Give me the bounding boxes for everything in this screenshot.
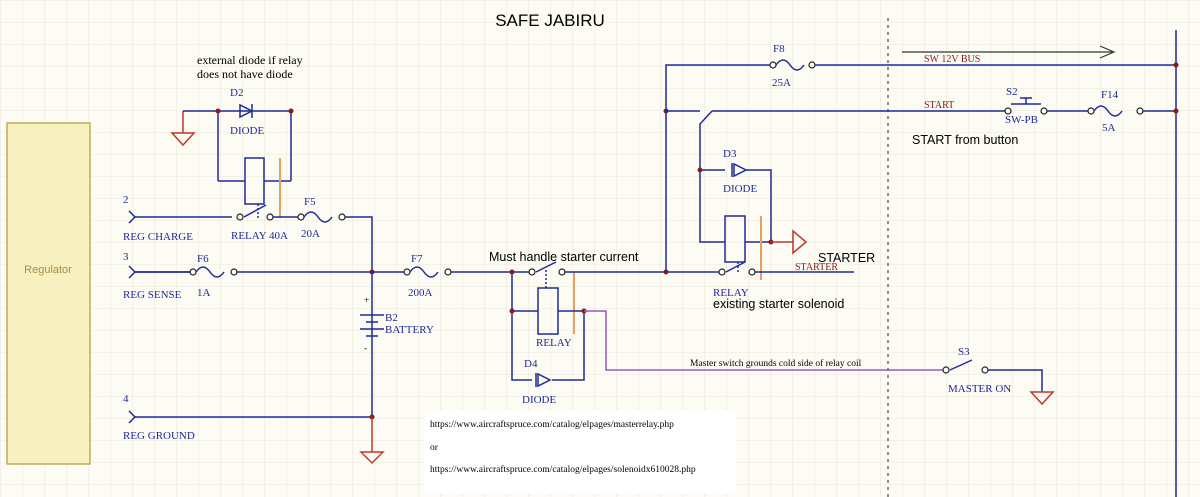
fuse-f6[interactable]: F6 1A bbox=[189, 253, 238, 299]
wire-s3-ground bbox=[988, 369, 1043, 392]
fuse-f7[interactable]: F7 200A bbox=[403, 253, 452, 299]
f14-value: 5A bbox=[1102, 122, 1116, 134]
wire-charge-battery bbox=[345, 216, 373, 417]
relay-master-label: RELAY bbox=[536, 337, 572, 349]
master-ground-note: Master switch grounds cold side of relay… bbox=[690, 358, 862, 369]
net-starter: STARTER bbox=[795, 262, 838, 273]
wire-d4-right bbox=[552, 311, 585, 381]
pin-number: 3 bbox=[123, 251, 129, 263]
svg-text:-: - bbox=[364, 344, 367, 354]
wire-start-feed bbox=[699, 110, 725, 243]
relay-starter-label: RELAY bbox=[713, 287, 749, 299]
wire-f8-left bbox=[665, 64, 770, 272]
s3-value: MASTER ON bbox=[948, 383, 1011, 395]
s2-value: SW-PB bbox=[1005, 114, 1038, 126]
relay-charge-label: RELAY 40A bbox=[231, 230, 288, 242]
master-switch-wire bbox=[584, 310, 943, 371]
net-start: START bbox=[924, 100, 954, 111]
d2-value: DIODE bbox=[230, 125, 264, 137]
diode-d3[interactable]: D3 DIODE bbox=[723, 148, 757, 195]
svg-text:+: + bbox=[364, 296, 369, 306]
links-box: https://www.aircraftspruce.com/catalog/e… bbox=[424, 411, 736, 493]
starter-label: STARTER bbox=[818, 251, 875, 265]
ground-symbol-battery bbox=[359, 417, 385, 465]
starter-current-note: Must handle starter current bbox=[489, 250, 639, 264]
pin-name: REG CHARGE bbox=[123, 231, 193, 243]
pin-name: REG SENSE bbox=[123, 289, 182, 301]
existing-solenoid-note: existing starter solenoid bbox=[713, 297, 844, 311]
fuse-f5[interactable]: F5 20A bbox=[297, 196, 346, 240]
d3-value: DIODE bbox=[723, 183, 757, 195]
diode-d4[interactable]: D4 DIODE bbox=[522, 358, 556, 406]
pin-reg-charge[interactable]: 2 REG CHARGE bbox=[123, 194, 232, 243]
start-button-note: START from button bbox=[912, 133, 1018, 147]
ground-symbol-starter bbox=[792, 229, 808, 255]
f7-ref: F7 bbox=[411, 253, 423, 265]
f8-ref: F8 bbox=[773, 43, 785, 55]
b2-ref: B2 bbox=[385, 312, 398, 324]
diode-note-line1: external diode if relay bbox=[197, 53, 303, 67]
s2-ref: S2 bbox=[1006, 86, 1018, 98]
ground-symbol-d2 bbox=[170, 111, 196, 147]
f6-ref: F6 bbox=[197, 253, 209, 265]
url-masterrelay[interactable]: https://www.aircraftspruce.com/catalog/e… bbox=[430, 419, 674, 430]
battery-b2[interactable]: + - B2 BATTERY bbox=[360, 296, 434, 354]
s3-ref: S3 bbox=[958, 346, 970, 358]
ground-symbol-s3 bbox=[1029, 391, 1055, 406]
pin-number: 4 bbox=[123, 393, 129, 405]
f7-value: 200A bbox=[408, 287, 433, 299]
regulator-label: Regulator bbox=[24, 264, 72, 276]
url-solenoid[interactable]: https://www.aircraftspruce.com/catalog/e… bbox=[430, 464, 696, 475]
d2-ref: D2 bbox=[230, 87, 243, 99]
b2-value: BATTERY bbox=[385, 324, 434, 336]
diode-d2[interactable]: D2 DIODE bbox=[230, 87, 264, 137]
pin-number: 2 bbox=[123, 194, 129, 206]
regulator-block[interactable]: Regulator bbox=[6, 122, 91, 465]
diode-note-line2: does not have diode bbox=[197, 67, 293, 81]
relay-starter[interactable]: RELAY bbox=[713, 215, 762, 299]
or-label: or bbox=[430, 443, 439, 453]
f6-value: 1A bbox=[197, 287, 211, 299]
net-sw-bus: SW 12V BUS bbox=[924, 54, 980, 65]
f14-ref: F14 bbox=[1101, 89, 1119, 101]
d3-ref: D3 bbox=[723, 148, 737, 160]
d4-ref: D4 bbox=[524, 358, 538, 370]
f5-ref: F5 bbox=[304, 196, 316, 208]
f5-value: 20A bbox=[301, 228, 320, 240]
d4-value: DIODE bbox=[522, 394, 556, 406]
fuse-f8[interactable]: F8 25A bbox=[769, 43, 816, 89]
diagram-title: SAFE JABIRU bbox=[495, 11, 605, 30]
bus-arrow bbox=[902, 45, 1116, 59]
pin-name: REG GROUND bbox=[123, 430, 195, 442]
pin-reg-ground[interactable]: 4 REG GROUND bbox=[123, 393, 372, 442]
f8-value: 25A bbox=[772, 77, 791, 89]
wire-d4-left bbox=[511, 272, 532, 381]
